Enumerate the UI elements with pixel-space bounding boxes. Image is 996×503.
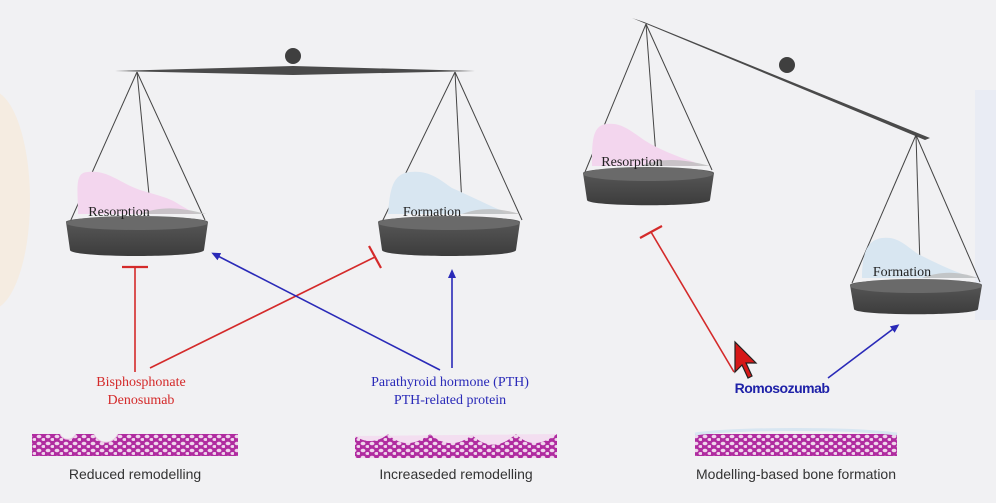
caption-reduced-remodelling: Reduced remodelling: [69, 466, 201, 482]
caption-modelling-based-formation: Modelling-based bone formation: [696, 466, 896, 482]
scale2-resorption-label: Resorption: [601, 155, 662, 171]
arrow-pth-resorption: [214, 254, 440, 370]
bone-strip-modelling: [695, 430, 897, 457]
caption-increased-remodelling: Increaseded remodelling: [379, 466, 532, 482]
bisphosphonate-text: Bisphosphonate: [96, 374, 185, 392]
inhibition-bisphosphonate-formation: [150, 246, 381, 368]
antiresorptive-agents: Bisphosphonate Denosumab: [96, 374, 185, 410]
pthrp-text: PTH-related protein: [371, 392, 529, 410]
bone-strip-increased: [355, 431, 557, 458]
anabolic-agents: Parathyroid hormone (PTH) PTH-related pr…: [371, 374, 529, 410]
arrow-romosozumab-formation: [828, 326, 897, 378]
bone-strip-reduced: [32, 431, 238, 456]
romosozumab-text: Romosozumab: [735, 380, 830, 396]
scale2-formation-label: Formation: [873, 265, 931, 281]
scale1-formation-label: Formation: [403, 205, 461, 221]
mouse-cursor-icon: [735, 342, 756, 378]
pth-text: Parathyroid hormone (PTH): [371, 374, 529, 392]
scale1-resorption-label: Resorption: [88, 205, 149, 221]
inhibition-bisphosphonate-resorption: [122, 267, 148, 372]
denosumab-text: Denosumab: [96, 392, 185, 410]
inhibition-romosozumab-resorption: [640, 226, 734, 372]
